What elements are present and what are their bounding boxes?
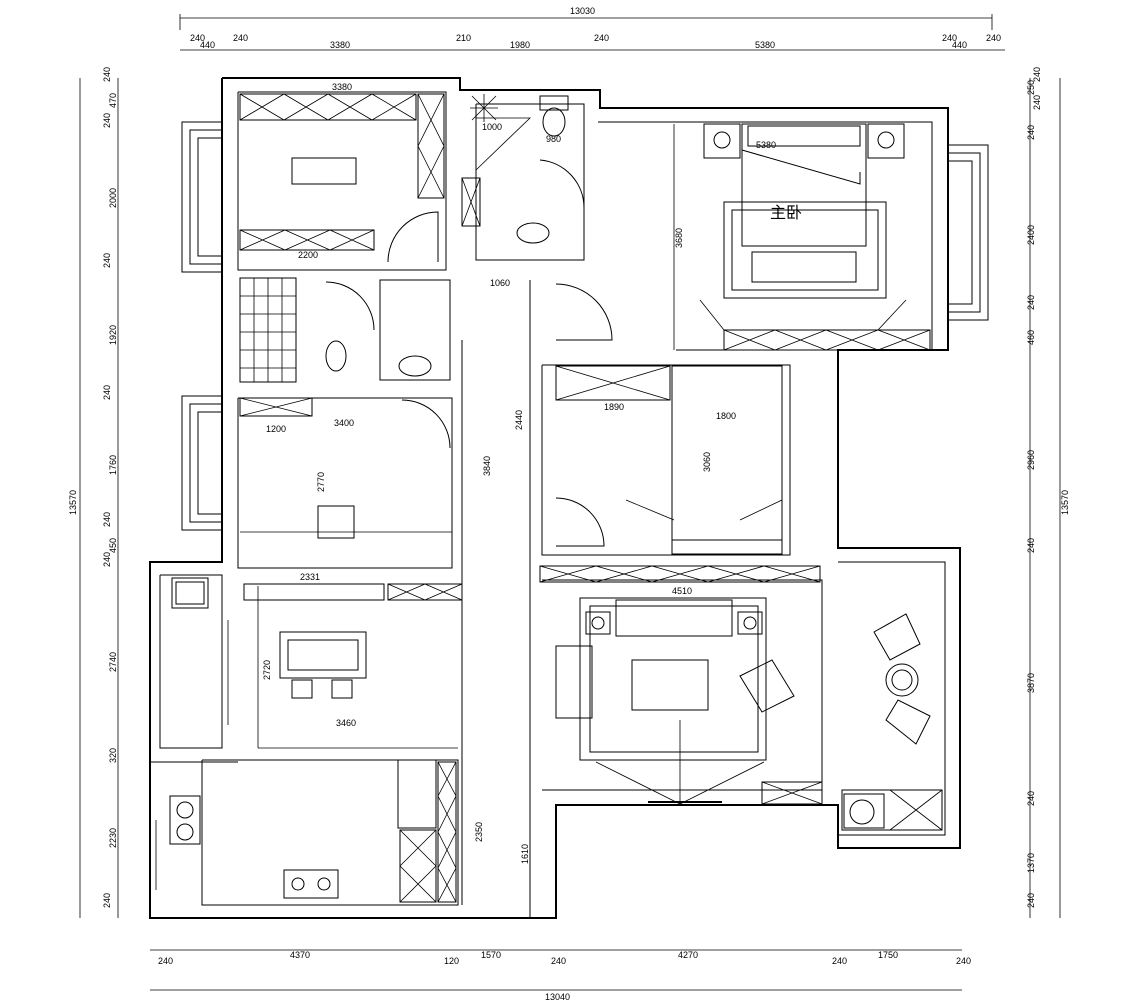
dim-bottom-1: 4370 <box>290 950 310 960</box>
bedroom-three <box>239 397 452 539</box>
dim-left-7: 1760 <box>108 455 118 475</box>
kitchen <box>155 759 457 903</box>
dim-right-0: 240 <box>1032 67 1042 82</box>
dim-right-3: 240 <box>1026 125 1036 140</box>
dim-left-14: 240 <box>102 893 112 908</box>
bathroom-top <box>461 94 585 244</box>
dim-right-6: 460 <box>1026 330 1036 345</box>
wardrobe-row <box>243 565 821 601</box>
balcony-right <box>841 613 943 831</box>
second-bedroom <box>555 283 783 555</box>
dim-int-0: 3380 <box>332 82 352 92</box>
dim-top-9: 440 <box>952 40 967 50</box>
dim-top-total: 13030 <box>570 6 595 16</box>
dimension-right: 13570 240 250 240 240 2400 240 460 2960 … <box>1026 67 1070 918</box>
dim-top-3: 3380 <box>330 40 350 50</box>
dim-int-6: 3680 <box>674 228 684 248</box>
dim-top-10: 240 <box>986 33 1001 43</box>
dim-int-2: 980 <box>546 134 561 144</box>
dim-left-0: 240 <box>102 67 112 82</box>
dim-left-3: 2000 <box>108 188 118 208</box>
dim-bottom-3: 1570 <box>481 950 501 960</box>
dim-left-9: 450 <box>108 538 118 553</box>
dim-right-8: 240 <box>1026 538 1036 553</box>
dimension-left: 13570 240 470 240 2000 240 1920 240 1760… <box>68 67 119 918</box>
dim-bottom-5: 4270 <box>678 950 698 960</box>
dim-top-0: 240 <box>190 33 205 43</box>
dim-left-10: 240 <box>102 552 112 567</box>
dim-left-6: 240 <box>102 385 112 400</box>
dim-top-8: 240 <box>942 33 957 43</box>
dim-int-10: 3840 <box>482 456 492 476</box>
interior-dimensions: 3380 1000 980 5380 2200 1060 3680 1200 3… <box>262 82 776 864</box>
dim-bottom-7: 1750 <box>878 950 898 960</box>
dim-int-13: 1800 <box>716 411 736 421</box>
dim-right-12: 240 <box>1026 893 1036 908</box>
dim-int-19: 2350 <box>474 822 484 842</box>
master-bedroom: 主卧 <box>673 123 931 351</box>
exterior-walls <box>149 77 961 919</box>
dim-right-5: 240 <box>1026 295 1036 310</box>
dim-bottom-6: 240 <box>832 956 847 966</box>
dim-bottom-4: 240 <box>551 956 566 966</box>
dim-int-15: 2331 <box>300 572 320 582</box>
dim-left-total: 13570 <box>68 490 78 515</box>
dim-int-8: 3400 <box>334 418 354 428</box>
dim-bottom-0: 240 <box>158 956 173 966</box>
master-bedroom-label: 主卧 <box>770 203 802 222</box>
dim-left-8: 240 <box>102 512 112 527</box>
dim-int-5: 1060 <box>490 278 510 288</box>
dim-top-2: 240 <box>233 33 248 43</box>
dining-area <box>257 586 458 749</box>
balcony-left <box>171 577 229 725</box>
dim-bottom-2: 120 <box>444 956 459 966</box>
dim-int-16: 4510 <box>672 586 692 596</box>
dim-left-13: 2230 <box>108 828 118 848</box>
study-furniture <box>239 93 445 263</box>
dim-int-18: 3460 <box>336 718 356 728</box>
dim-int-7: 1200 <box>266 424 286 434</box>
dim-top-4: 210 <box>456 33 471 43</box>
dim-int-17: 2720 <box>262 660 272 680</box>
dim-right-1: 250 <box>1026 80 1036 95</box>
dim-bottom-8: 240 <box>956 956 971 966</box>
dim-right-9: 3870 <box>1026 673 1036 693</box>
dim-int-12: 1890 <box>604 402 624 412</box>
dim-int-9: 2770 <box>316 472 326 492</box>
dim-int-11: 2440 <box>514 410 524 430</box>
dim-left-1: 470 <box>108 93 118 108</box>
dim-int-20: 1610 <box>520 844 530 864</box>
dim-right-7: 2960 <box>1026 450 1036 470</box>
bay-windows <box>181 121 989 531</box>
dim-right-4: 2400 <box>1026 225 1036 245</box>
dim-int-14: 3060 <box>702 452 712 472</box>
living-room <box>555 597 823 805</box>
dim-left-2: 240 <box>102 113 112 128</box>
dim-right-total: 13570 <box>1060 490 1070 515</box>
dim-bottom-total: 13040 <box>545 992 570 1002</box>
dimension-bottom: 13040 240 4370 120 1570 240 4270 240 175… <box>150 949 971 1002</box>
dim-right-10: 240 <box>1026 791 1036 806</box>
dim-left-12: 320 <box>108 748 118 763</box>
dim-top-6: 240 <box>594 33 609 43</box>
middle-bathroom <box>239 277 451 383</box>
dim-int-3: 5380 <box>756 140 776 150</box>
dim-right-2: 240 <box>1032 95 1042 110</box>
dim-left-5: 1920 <box>108 325 118 345</box>
dim-left-11: 2740 <box>108 652 118 672</box>
dimension-top: 13030 240 440 240 3380 210 1980 240 5380… <box>179 6 1005 51</box>
dim-top-1: 440 <box>200 40 215 50</box>
dim-int-4: 2200 <box>298 250 318 260</box>
dim-int-1: 1000 <box>482 122 502 132</box>
dim-right-11: 1370 <box>1026 853 1036 873</box>
dim-top-5: 1980 <box>510 40 530 50</box>
dim-left-4: 240 <box>102 253 112 268</box>
dim-top-7: 5380 <box>755 40 775 50</box>
